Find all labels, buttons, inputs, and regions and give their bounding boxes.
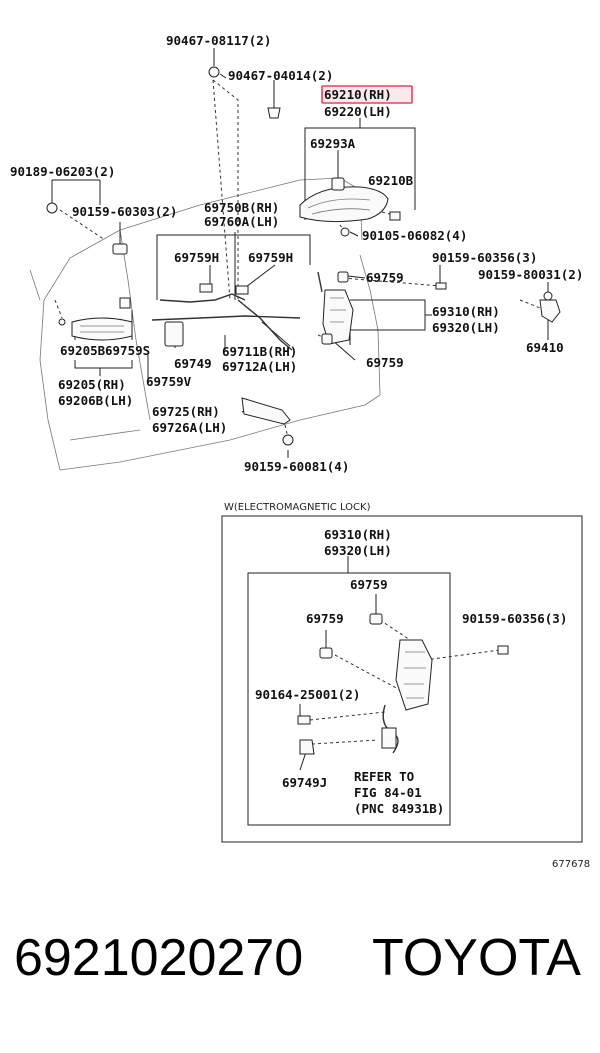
clip-69759-b: [321, 333, 333, 345]
parts: [46, 66, 561, 446]
label-69725-rh[interactable]: 69725(RH): [152, 404, 220, 419]
screw-90189: [46, 202, 58, 214]
inset-part-69749J: [299, 739, 315, 755]
clip-69759H-1: [199, 283, 213, 293]
refer-line-1: REFER TO: [354, 769, 414, 784]
label-69210-rh[interactable]: 69210(RH): [324, 87, 392, 102]
inset-title: W(ELECTROMAGNETIC LOCK): [224, 502, 371, 513]
label-69759V[interactable]: 69759V: [146, 374, 192, 389]
labels: 90467-08117(2) 90467-04014(2) 69210(RH) …: [10, 33, 583, 474]
label-69310-rh[interactable]: 69310(RH): [432, 304, 500, 319]
label-90159-80031[interactable]: 90159-80031(2): [478, 267, 583, 282]
label-69410[interactable]: 69410: [526, 340, 564, 355]
screw-90159-60081: [282, 434, 294, 446]
label-69711B-rh[interactable]: 69711B(RH): [222, 344, 297, 359]
inset-door-lock: [395, 639, 433, 711]
inside-handle-69205: [71, 317, 133, 341]
label-90159-60303[interactable]: 90159-60303(2): [72, 204, 177, 219]
label-69750B-rh[interactable]: 69750B(RH): [204, 200, 279, 215]
screw-90159-80031: [543, 291, 553, 301]
clip-69759S: [119, 297, 131, 309]
clip-69759-a: [337, 271, 349, 283]
bezel-clip: [58, 318, 66, 326]
outside-handle-69210: [299, 186, 389, 223]
label-69320-lh[interactable]: 69320(LH): [432, 320, 500, 335]
label-69749[interactable]: 69749: [174, 356, 212, 371]
label-69206B-lh[interactable]: 69206B(LH): [58, 393, 133, 408]
footer: 6921020270 TOYOTA: [0, 880, 600, 1053]
label-90159-60081[interactable]: 90159-60081(4): [244, 459, 349, 474]
part-69210B: [389, 211, 401, 221]
brand-name: TOYOTA: [372, 929, 581, 987]
refer-line-3: (PNC 84931B): [354, 801, 444, 816]
label-69759-2[interactable]: 69759: [366, 355, 404, 370]
label-90159-60356[interactable]: 90159-60356(3): [432, 250, 537, 265]
label-69210B[interactable]: 69210B: [368, 173, 414, 188]
clip-69759H-2: [235, 285, 249, 295]
label-90105-06082[interactable]: 90105-06082(4): [362, 228, 467, 243]
highlight-box: [321, 85, 413, 104]
inset-label-69759-a[interactable]: 69759: [350, 577, 388, 592]
label-69759-1[interactable]: 69759: [366, 270, 404, 285]
label-69205B[interactable]: 69205B: [60, 343, 106, 358]
label-69759H-1[interactable]: 69759H: [174, 250, 219, 265]
label-69760A-lh[interactable]: 69760A(LH): [204, 214, 279, 229]
label-69293A[interactable]: 69293A: [310, 136, 356, 151]
inset-label-90164-25001[interactable]: 90164-25001(2): [255, 687, 360, 702]
clip-90467-04014: [267, 107, 281, 119]
label-90467-08117[interactable]: 90467-08117(2): [166, 33, 271, 48]
screw-90159-60356: [435, 282, 447, 290]
label-69759S[interactable]: 69759S: [105, 343, 150, 358]
inset-inner-frame: [247, 572, 451, 826]
inset-label-69749J[interactable]: 69749J: [282, 775, 327, 790]
inset-label-69310-rh[interactable]: 69310(RH): [324, 527, 392, 542]
label-69205-rh[interactable]: 69205(RH): [58, 377, 126, 392]
inset-label-69320-lh[interactable]: 69320(LH): [324, 543, 392, 558]
label-69726A-lh[interactable]: 69726A(LH): [152, 420, 227, 435]
label-69759H-2[interactable]: 69759H: [248, 250, 293, 265]
clip-90467-08117: [208, 66, 220, 78]
screw-90159-60303: [112, 243, 128, 255]
inset-clip-69759-b: [319, 647, 333, 659]
inset-label-69759-b[interactable]: 69759: [306, 611, 344, 626]
part-69749: [164, 321, 184, 347]
screw-90105: [340, 227, 350, 237]
label-69712A-lh[interactable]: 69712A(LH): [222, 359, 297, 374]
inset-screw-90164: [297, 715, 311, 725]
label-90467-04014[interactable]: 90467-04014(2): [228, 68, 333, 83]
part-number: 6921020270: [14, 929, 304, 987]
refer-line-2: FIG 84-01: [354, 785, 422, 800]
part-69293A: [331, 177, 345, 191]
door-lock-69310: [322, 289, 354, 345]
striker-69410: [539, 299, 561, 323]
inset-actuator: [381, 727, 397, 749]
inset-electromagnetic-lock: W(ELECTROMAGNETIC LOCK) 69310(RH) 69320(…: [221, 502, 590, 870]
label-69220-lh[interactable]: 69220(LH): [324, 104, 392, 119]
cable-69725: [241, 397, 291, 425]
figure-id: 677678: [552, 859, 590, 870]
inset-label-90159-60356[interactable]: 90159-60356(3): [462, 611, 567, 626]
label-90189-06203[interactable]: 90189-06203(2): [10, 164, 115, 179]
inset-clip-69759-a: [369, 613, 383, 625]
inset-frame: [221, 515, 583, 843]
inset-screw-90159-60356: [497, 645, 509, 655]
parts-diagram: 90467-08117(2) 90467-04014(2) 69210(RH) …: [10, 33, 590, 870]
